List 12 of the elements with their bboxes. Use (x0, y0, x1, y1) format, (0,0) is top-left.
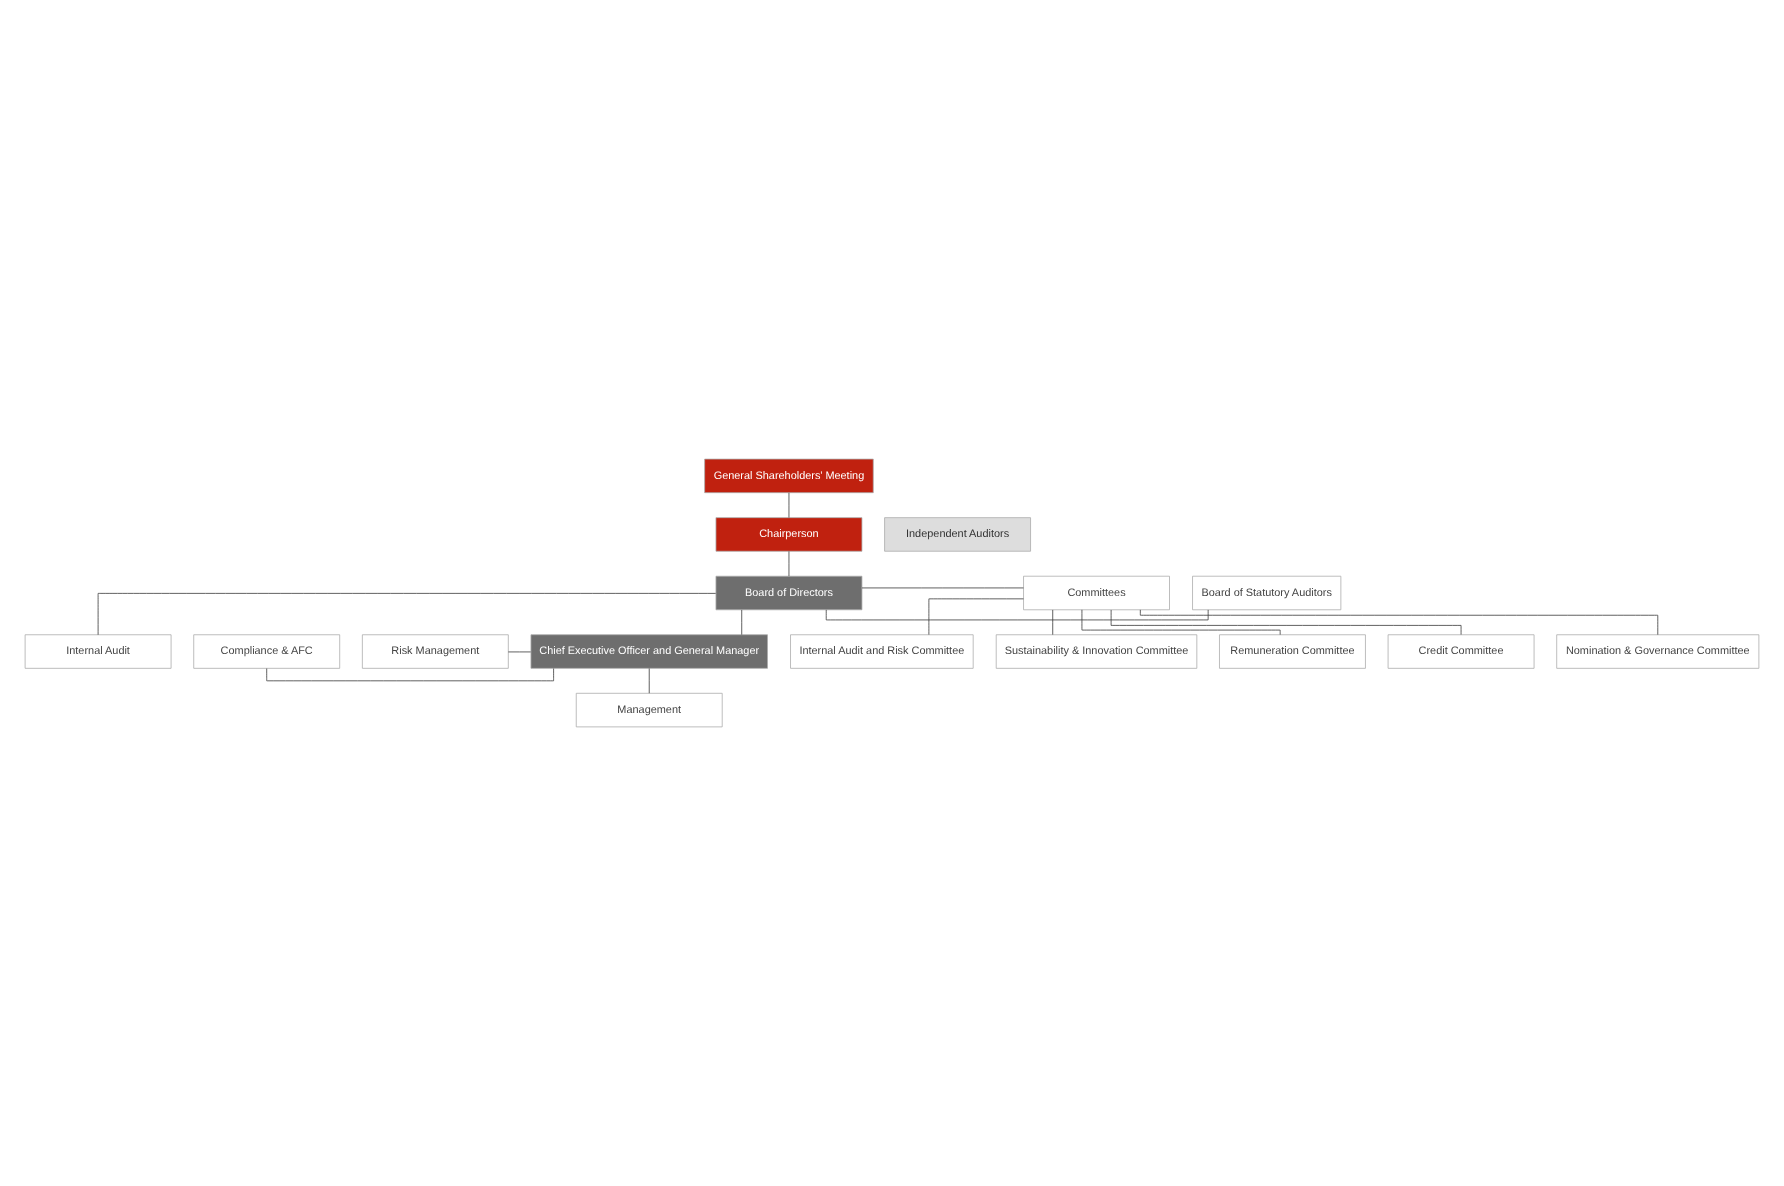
connector (1110, 609, 1462, 635)
connector (1052, 609, 1054, 636)
connector (861, 587, 1024, 589)
connector (788, 551, 790, 577)
connector (825, 609, 1209, 621)
connector (648, 668, 650, 694)
connector (741, 609, 743, 636)
connector (97, 593, 717, 636)
connector (507, 651, 532, 653)
connector (928, 598, 1024, 635)
connector (1081, 609, 1281, 635)
connector (266, 668, 554, 682)
